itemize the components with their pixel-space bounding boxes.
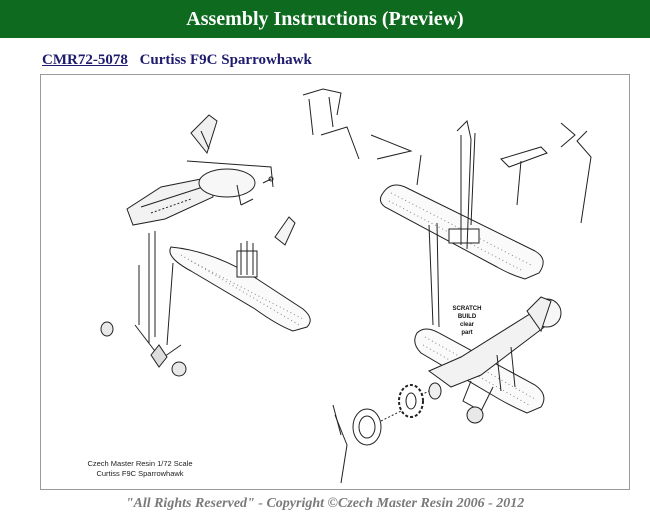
fuselage-right <box>428 296 562 424</box>
note-line-4: part <box>461 330 473 336</box>
page-header: Assembly Instructions (Preview) <box>0 0 650 38</box>
product-name: Curtiss F9C Sparrowhawk <box>139 52 312 68</box>
note-line-3: clear <box>459 322 474 328</box>
copyright-footer: "All Rights Reserved" - Copyright ©Czech… <box>125 496 525 511</box>
product-code-link[interactable]: CMR72-5078 <box>42 52 128 68</box>
fuselage-subassembly <box>126 114 274 226</box>
note-line-1: SCRATCH <box>452 306 482 312</box>
lower-wing-left <box>169 216 311 332</box>
caption-line-2: Curtiss F9C Sparrowhawk <box>96 469 184 478</box>
cabane-struts <box>302 88 592 328</box>
landing-gear-left <box>100 231 187 377</box>
scratch-build-note: SCRATCH BUILD clear part <box>447 305 487 337</box>
assembly-diagram: Czech Master Resin 1/72 Scale Curtiss F9… <box>40 74 630 490</box>
assembly-drawing: Czech Master Resin 1/72 Scale Curtiss F9… <box>65 88 592 484</box>
upper-wing-right <box>379 184 544 280</box>
product-title: CMR72-5078 Curtiss F9C Sparrowhawk <box>42 52 312 74</box>
diagram-caption: Czech Master Resin 1/72 Scale Curtiss F9… <box>65 459 215 479</box>
engine-prop-assembly <box>332 382 442 484</box>
note-line-2: BUILD <box>457 314 477 320</box>
caption-line-1: Czech Master Resin 1/72 Scale <box>87 459 193 468</box>
page-title: Assembly Instructions (Preview) <box>186 8 464 30</box>
